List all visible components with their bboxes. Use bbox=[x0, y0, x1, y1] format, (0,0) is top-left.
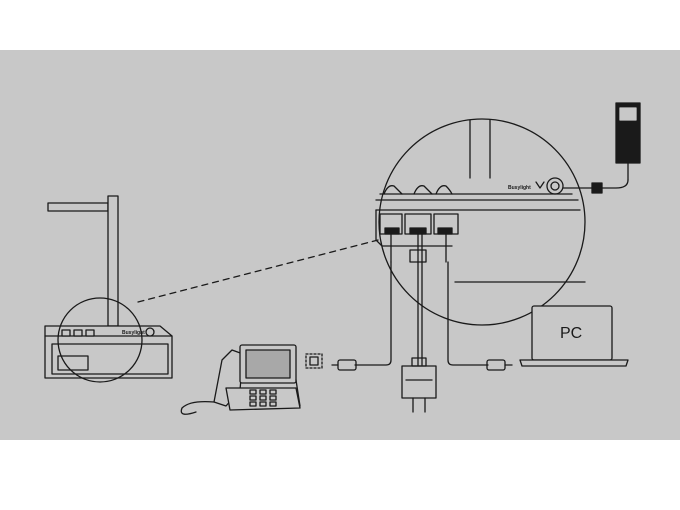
pc-label: PC bbox=[560, 325, 582, 342]
desk-phone-icon bbox=[181, 345, 322, 414]
zoom-dashed-line bbox=[138, 240, 378, 302]
zoom-busylight-label: Busylight bbox=[508, 185, 531, 191]
wall-charger-icon bbox=[402, 358, 436, 412]
headset-stand-icon bbox=[45, 196, 172, 378]
zoom-circle bbox=[376, 119, 585, 325]
